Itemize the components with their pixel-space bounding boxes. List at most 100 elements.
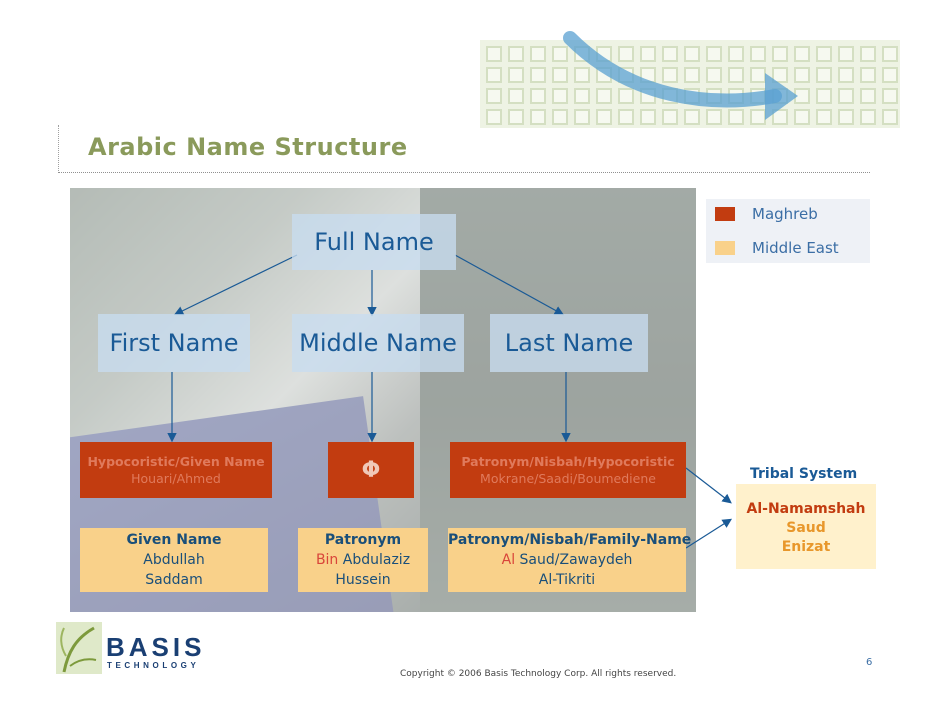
deco-square [684, 67, 700, 83]
deco-square [728, 67, 744, 83]
maghreb-middle-name-box: Φ [328, 442, 414, 498]
deco-square [794, 67, 810, 83]
phi-symbol: Φ [361, 457, 381, 483]
deco-square [552, 67, 568, 83]
deco-square [794, 109, 810, 125]
maghreb-last-name-box: Patronym/Nisbah/Hypocoristic Mokrane/Saa… [450, 442, 686, 498]
me-middle-example-rest: Abdulaziz [342, 552, 411, 568]
deco-square [618, 109, 634, 125]
title-divider [58, 172, 870, 173]
deco-square [816, 88, 832, 104]
tribal-system-heading: Tribal System [750, 466, 858, 482]
deco-square [486, 109, 502, 125]
copyright-notice: Copyright © 2006 Basis Technology Corp. … [400, 669, 677, 679]
deco-square [794, 46, 810, 62]
deco-square [508, 88, 524, 104]
deco-square [882, 46, 898, 62]
title-left-rule [58, 125, 59, 173]
last-name-box: Last Name [490, 314, 648, 372]
deco-square [596, 109, 612, 125]
deco-square [486, 88, 502, 104]
tribal-line-1: Al-Namamshah [746, 501, 866, 517]
deco-square [574, 67, 590, 83]
deco-square [508, 109, 524, 125]
deco-square [508, 46, 524, 62]
tribal-system-box: Al-Namamshah Saud Enizat [736, 484, 876, 569]
deco-square [838, 67, 854, 83]
deco-square [882, 109, 898, 125]
deco-square [684, 46, 700, 62]
deco-square [530, 46, 546, 62]
deco-square [574, 109, 590, 125]
deco-square [860, 46, 876, 62]
logo-wordmark: BASIS [106, 632, 206, 662]
curved-arrow-decoration [563, 31, 798, 120]
deco-square [882, 88, 898, 104]
deco-square [618, 46, 634, 62]
legend-swatch-maghreb [715, 207, 735, 221]
deco-square [772, 46, 788, 62]
deco-square [530, 109, 546, 125]
me-last-example-1: Al Saud/Zawaydeh [448, 550, 686, 570]
deco-square [508, 67, 524, 83]
middle-name-box: Middle Name [292, 314, 464, 372]
me-middle-prefix: Bin [315, 552, 339, 568]
maghreb-last-title: Patronym/Nisbah/Hypocoristic [461, 454, 675, 469]
deco-square [552, 109, 568, 125]
maghreb-first-title: Hypocoristic/Given Name [87, 454, 265, 469]
deco-square [640, 46, 656, 62]
me-first-title: Given Name [126, 532, 222, 548]
deco-square [860, 67, 876, 83]
me-last-prefix: Al [501, 552, 516, 568]
logo-leaf-icon [56, 622, 102, 674]
deco-square [706, 46, 722, 62]
deco-square [596, 88, 612, 104]
maghreb-first-name-box: Hypocoristic/Given Name Houari/Ahmed [80, 442, 272, 498]
me-last-example-rest: Saud/Zawaydeh [519, 552, 633, 568]
deco-square [552, 46, 568, 62]
deco-square [838, 109, 854, 125]
deco-square [662, 46, 678, 62]
deco-square [640, 109, 656, 125]
tribal-line-3: Enizat [781, 539, 831, 555]
deco-square [860, 88, 876, 104]
page-number: 6 [866, 657, 873, 668]
logo-subtitle: TECHNOLOGY [107, 661, 200, 670]
deco-square [706, 109, 722, 125]
deco-square [486, 46, 502, 62]
tribal-line-2: Saud [786, 520, 826, 536]
me-last-example-2: Al-Tikriti [538, 572, 596, 588]
deco-square [530, 88, 546, 104]
deco-square [552, 88, 568, 104]
me-middle-title: Patronym [324, 532, 402, 548]
deco-square [728, 46, 744, 62]
legend-label-maghreb: Maghreb [752, 205, 818, 223]
deco-square [838, 46, 854, 62]
deco-square [662, 67, 678, 83]
deco-square [860, 109, 876, 125]
legend: Maghreb Middle East [706, 199, 870, 263]
deco-square [728, 109, 744, 125]
legend-swatch-middle-east [715, 241, 735, 255]
maghreb-last-example: Mokrane/Saadi/Boumediene [480, 471, 656, 486]
deco-square [486, 67, 502, 83]
deco-square [882, 67, 898, 83]
first-name-box: First Name [98, 314, 250, 372]
deco-square [772, 109, 788, 125]
me-last-title: Patronym/Nisbah/Family-Name [448, 532, 692, 548]
deco-square [816, 67, 832, 83]
deco-square [816, 109, 832, 125]
maghreb-first-example: Houari/Ahmed [131, 471, 221, 486]
deco-square [838, 88, 854, 104]
deco-square [706, 67, 722, 83]
me-middle-example-2: Hussein [335, 572, 391, 588]
deco-square [750, 46, 766, 62]
slide-title: Arabic Name Structure [88, 133, 408, 161]
deco-square [618, 88, 634, 104]
deco-square [684, 109, 700, 125]
deco-square [816, 46, 832, 62]
me-first-example-2: Saddam [145, 572, 203, 588]
deco-square [574, 88, 590, 104]
me-first-example-1: Abdullah [143, 552, 205, 568]
